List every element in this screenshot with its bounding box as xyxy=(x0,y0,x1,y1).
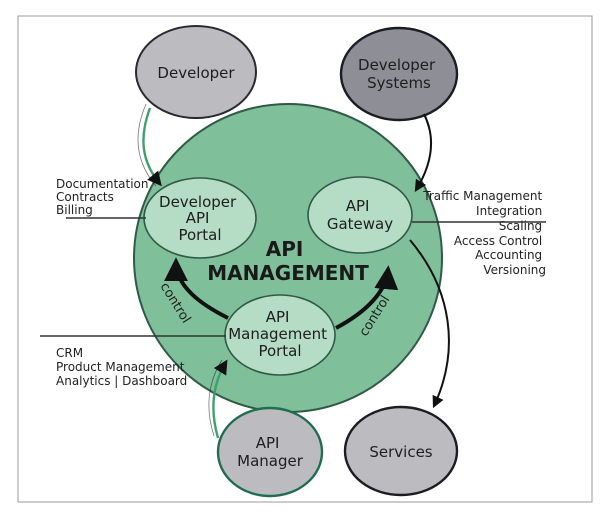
api-management-portal-label: API Management Portal xyxy=(228,308,332,360)
services-node[interactable] xyxy=(343,405,459,497)
api-gateway-label: API Gateway xyxy=(327,197,393,233)
developer-api-portal-label: Developer API Portal xyxy=(159,193,241,244)
api-manager-node[interactable] xyxy=(216,406,324,498)
portal-features-text: Documentation Contracts Billing xyxy=(56,177,152,217)
api-gateway-node[interactable] xyxy=(307,176,413,254)
developer-node[interactable] xyxy=(135,25,257,119)
control-arrow-right xyxy=(335,265,399,330)
developer-systems-node[interactable] xyxy=(339,26,459,122)
gateway-features-text: Traffic Management Integration Scaling A… xyxy=(422,189,546,277)
arrow-developer-to-portal xyxy=(142,107,162,187)
services-label: Services xyxy=(369,443,432,461)
api-management-title: API MANAGEMENT xyxy=(207,237,369,285)
api-management-portal-node[interactable] xyxy=(224,294,336,376)
arrow-systems-to-gateway xyxy=(414,113,432,193)
developer-systems-label: Developer Systems xyxy=(358,56,440,92)
arrow-manager-to-management-portal-dark xyxy=(208,359,223,437)
arrow-developer-to-portal-dark xyxy=(137,103,157,187)
api-manager-label: API Manager xyxy=(237,434,304,470)
control-arrow-left xyxy=(164,257,229,320)
developer-label: Developer xyxy=(157,64,235,82)
arrow-gateway-to-services xyxy=(409,239,450,409)
arrow-manager-to-management-portal xyxy=(212,359,228,439)
management-features-text: CRM Product Management Analytics | Dashb… xyxy=(56,346,188,388)
